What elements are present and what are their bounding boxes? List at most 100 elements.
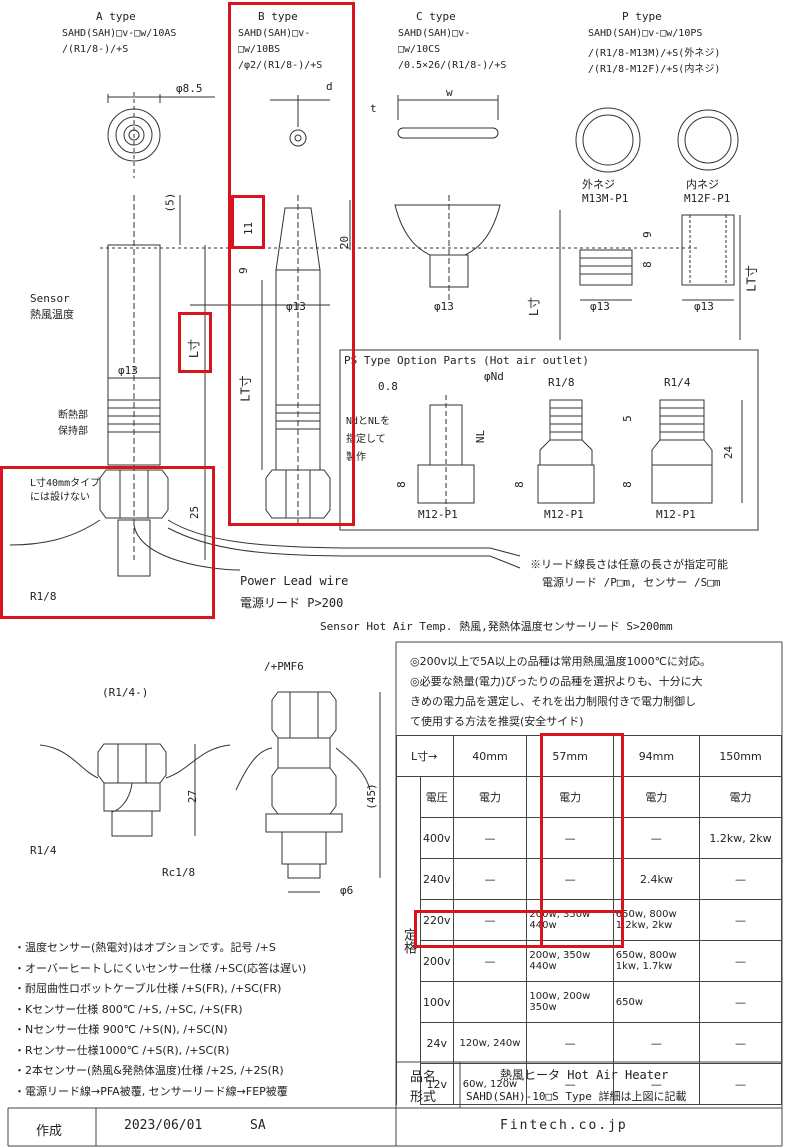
c-type-t: t — [370, 102, 377, 115]
c-type-w: w — [446, 86, 453, 99]
power-cell: 60w, 120w — [452, 1063, 528, 1105]
date: 2023/06/01 — [124, 1118, 203, 1133]
b-type-model1: SAHD(SAH)□v- — [238, 28, 311, 39]
p-inner-label: 内ネジ — [686, 178, 719, 191]
dim-phi13-c: φ13 — [434, 300, 454, 313]
a-type-title: A type — [96, 10, 136, 23]
p-type-model2: /(R1/8-M13M)/+S(外ネジ) — [588, 48, 721, 59]
dim-phi13-a: φ13 — [118, 364, 138, 377]
option-note: ・2本センサー(熱風&発熱体温度)仕様 /+2S, /+2S(R) — [14, 1064, 284, 1077]
ps-nd-note2: 指定して — [346, 434, 386, 445]
ps-nd-note1: NdとNLを — [346, 416, 391, 427]
highlight-dim-11 — [231, 195, 265, 249]
ps-parts-title: PS Type Option Parts (Hot air outlet) — [344, 354, 590, 367]
power-cell: 650w — [612, 981, 701, 1023]
hinmei-label: 品名 — [410, 1070, 437, 1085]
power-header: 電力 — [699, 776, 782, 818]
sakusei-label: 作成 — [36, 1124, 63, 1139]
volt-cell: 240v — [420, 858, 454, 900]
sensor-jp-label: 熱風温度 — [30, 308, 74, 321]
keishiki-value: SAHD(SAH)-10□S Type 詳細は上図に記載 — [466, 1090, 687, 1103]
c-type-model2: □w/10CS — [398, 44, 441, 55]
dim-five: (5) — [163, 192, 177, 213]
power-cell: — — [612, 817, 701, 859]
hoji-label: 保持部 — [58, 426, 88, 437]
power-lead-label: Power Lead wire — [240, 574, 349, 588]
power-cell: 1.2kw, 2kw — [699, 817, 782, 859]
power-cell: — — [699, 1063, 782, 1105]
keishiki-label: 形式 — [410, 1090, 437, 1105]
c-type-model1: SAHD(SAH)□v- — [398, 28, 471, 39]
lead-note1: ※リード線長さは任意の長さが指定可能 — [530, 558, 728, 571]
dim-nine-p: 9 — [640, 231, 654, 238]
power-cell: — — [452, 858, 528, 900]
volt-cell: 400v — [420, 817, 454, 859]
power-cell: — — [526, 1022, 614, 1064]
power-cell: 120w, 240w — [452, 1022, 528, 1064]
option-note: ・Nセンサー仕様 900℃ /+S(N), /+SC(N) — [14, 1023, 228, 1036]
note-line: ◎200v以上で5A以上の品種は常用熱風温度1000℃に対応。 — [410, 655, 711, 668]
ll-r14-paren: (R1/4-) — [102, 686, 149, 699]
r18-label: R1/8 — [30, 590, 57, 603]
a-type-model: SAHD(SAH)□v-□w/10AS — [62, 28, 177, 39]
power-cell: — — [612, 1022, 701, 1064]
l-header: L寸→ — [396, 735, 454, 777]
ps-parts-frame — [339, 349, 759, 531]
power-cell: 2.4kw — [612, 858, 701, 900]
p-outer-label: 外ネジ — [582, 178, 615, 191]
lead-note2: 電源リード /P□m, センサー /S□m — [542, 576, 721, 589]
highlight-200v-row — [414, 910, 624, 948]
ps-twentyfour: 24 — [722, 445, 736, 460]
ll-twentyseven: 27 — [186, 789, 200, 804]
ll-r14: R1/4 — [30, 844, 57, 857]
a-type-thread: /(R1/8-)/+S — [62, 44, 129, 55]
col-header: 150mm — [699, 735, 782, 777]
c-type-model3: /0.5×26/(R1/8-)/+S — [398, 60, 507, 71]
sensor-hot-air-label: Sensor Hot Air Temp. 熱風,発熱体温度センサーリード S>2… — [320, 620, 673, 633]
ps-eight-1: 8 — [394, 481, 408, 488]
voltage-header: 電圧 — [420, 776, 454, 818]
dim-eight-p: 8 — [640, 261, 654, 268]
power-cell: 100w, 200w 350w — [526, 981, 614, 1023]
p-inner-part: M12F-P1 — [684, 192, 731, 205]
b-type-model3: /φ2/(R1/8-)/+S — [238, 60, 323, 71]
ps-m12-c: M12-P1 — [656, 508, 696, 521]
col-header: 40mm — [452, 735, 528, 777]
dim-phi13-p1: φ13 — [590, 300, 610, 313]
b-type-d: d — [326, 80, 333, 93]
ll-phi6: φ6 — [340, 884, 354, 897]
ps-m12-a: M12-P1 — [418, 508, 458, 521]
ll-rc18: Rc1/8 — [162, 866, 196, 879]
option-note: ・オーバーヒートしにくいセンサー仕様 /+SC(応答は遅い) — [14, 961, 307, 975]
power-cell: — — [612, 1063, 701, 1105]
site: Fintech.co.jp — [500, 1118, 628, 1133]
option-notes: ・温度センサー(熱電対)はオプションです。記号 /+S ・オーバーヒートしにくい… — [14, 938, 306, 1102]
highlight-b-type — [228, 2, 355, 526]
power-lead-jp-label: 電源リード P>200 — [240, 596, 344, 610]
power-cell: 650w, 800w 1.2kw, 2kw — [612, 899, 701, 941]
l40-note1: L寸40mmタイプ — [30, 478, 101, 489]
ll-fortyfive: (45) — [364, 783, 378, 810]
option-note: ・電源リード線→PFA被覆, センサーリード線→FEP被覆 — [14, 1084, 288, 1098]
dim-phi13-p2: φ13 — [694, 300, 714, 313]
hinmei-value: 熱風ヒータ Hot Air Heater — [500, 1068, 669, 1082]
spec-table: L寸→ 40mm 57mm 94mm 150mm 定格 電圧 電力 電力 電力 … — [396, 735, 782, 1105]
power-cell: — — [699, 981, 782, 1023]
p-type-title: P type — [622, 10, 662, 23]
power-cell: — — [452, 817, 528, 859]
note-line: ◎必要な熱量(電力)ぴったりの品種を選択よりも、十分に大 — [410, 675, 703, 688]
c-type-title: C type — [416, 10, 456, 23]
b-type-model2: □w/10BS — [238, 44, 281, 55]
ps-eight-3: 8 — [620, 481, 634, 488]
col-header: 94mm — [612, 735, 701, 777]
volt-cell: 100v — [420, 981, 454, 1023]
option-note: ・Kセンサー仕様 800℃ /+S, /+SC, /+S(FR) — [14, 1002, 243, 1016]
c-type-plate — [397, 127, 499, 139]
ps-eight-2: 8 — [512, 481, 526, 488]
initials: SA — [250, 1118, 266, 1133]
power-cell: — — [699, 1022, 782, 1064]
ps-five: 5 — [620, 415, 634, 422]
power-header: 電力 — [612, 776, 701, 818]
power-cell: — — [699, 858, 782, 900]
l40-note2: には設けない — [30, 492, 90, 503]
